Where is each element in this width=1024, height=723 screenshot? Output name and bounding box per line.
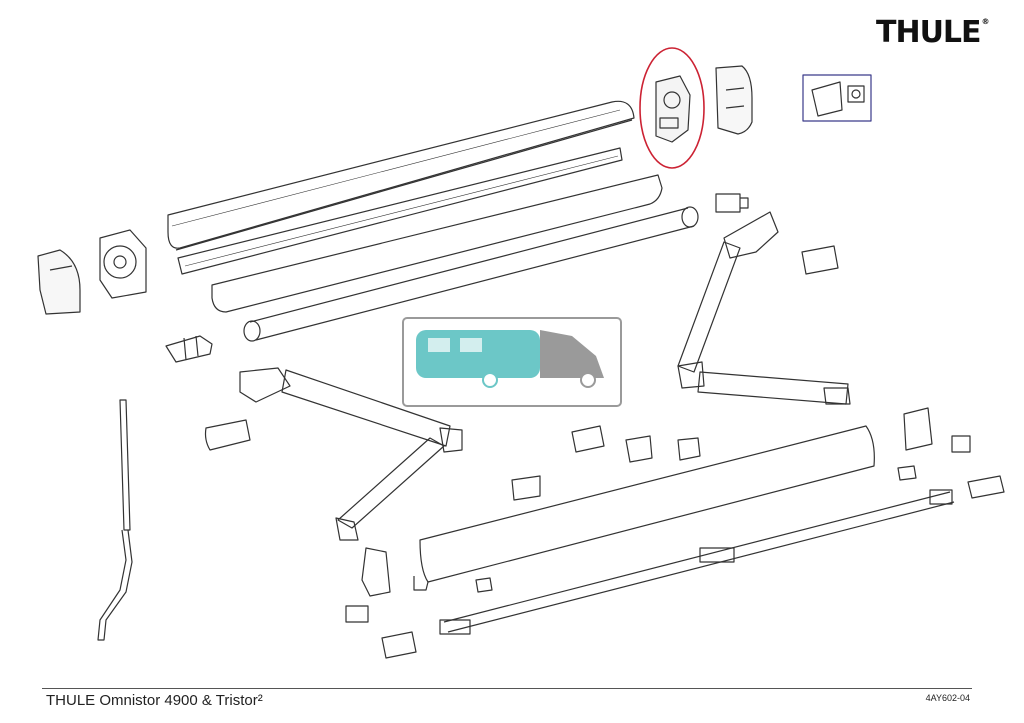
front-rail xyxy=(177,147,623,275)
watermark-text: Schippercaravans.nl xyxy=(500,390,601,401)
right-connector xyxy=(715,193,749,213)
footer-divider xyxy=(42,688,972,689)
inset-detail xyxy=(802,74,872,122)
left-arm xyxy=(239,367,463,541)
cover-profile xyxy=(211,174,663,313)
footer-code: 4AY602-04 xyxy=(925,693,970,703)
right-end-cover xyxy=(715,65,753,135)
left-gear-housing xyxy=(99,229,147,299)
cassette-profile xyxy=(167,100,635,251)
highlighted-end-cap xyxy=(639,47,705,169)
front-valance xyxy=(413,425,875,591)
left-fitting xyxy=(165,335,213,363)
left-arm-cover xyxy=(204,419,251,451)
small-brackets xyxy=(345,407,1005,659)
footer-title: THULE Omnistor 4900 & Tristor² xyxy=(46,692,263,709)
roller-tube xyxy=(243,206,699,342)
right-arm-cover xyxy=(801,245,839,275)
lead-bar xyxy=(439,489,955,635)
right-arm xyxy=(677,211,851,405)
watermark-logo: Schippercaravans.nl xyxy=(402,317,622,407)
left-end-cap xyxy=(37,249,81,315)
crank-handle xyxy=(97,399,133,641)
thule-logo: THULE® xyxy=(876,15,990,50)
